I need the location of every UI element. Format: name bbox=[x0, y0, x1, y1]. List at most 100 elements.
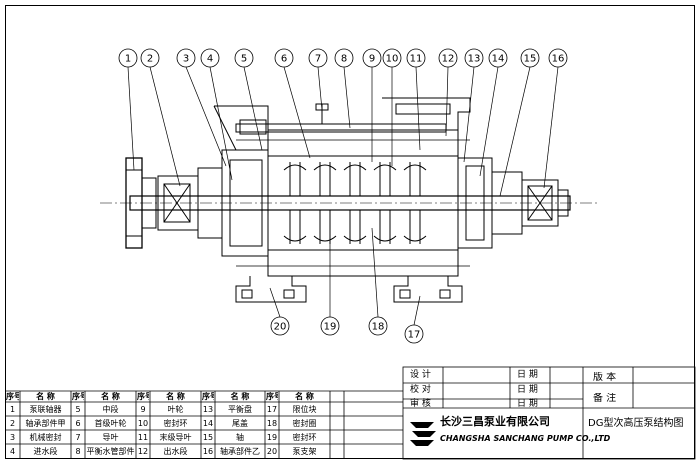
parts-table-cell: 19 bbox=[266, 433, 278, 442]
design-date-label: 日 期 bbox=[517, 370, 538, 380]
svg-text:1: 1 bbox=[125, 54, 131, 65]
parts-table-cell: 16 bbox=[202, 447, 214, 456]
company-name-en: CHANGSHA SANCHANG PUMP CO.,LTD bbox=[440, 434, 611, 443]
parts-table-header: 序号 bbox=[6, 392, 19, 401]
parts-table-header: 序号 bbox=[202, 392, 214, 401]
part-callout-3: 3 bbox=[176, 48, 196, 68]
part-callout-19: 19 bbox=[320, 316, 340, 336]
designer-label: 设 计 bbox=[410, 370, 431, 380]
parts-table-cell: 轴承部件甲 bbox=[25, 419, 66, 428]
parts-table-cell: 平衡水管部件 bbox=[86, 447, 135, 456]
parts-table-cell: 14 bbox=[202, 419, 214, 428]
svg-text:17: 17 bbox=[408, 330, 421, 341]
parts-table-cell: 10 bbox=[137, 419, 149, 428]
pump-support-right bbox=[393, 276, 463, 303]
parts-table-cell: 15 bbox=[202, 433, 214, 442]
impellers bbox=[283, 162, 427, 244]
parts-table-cell: 20 bbox=[266, 447, 278, 456]
svg-text:16: 16 bbox=[552, 54, 565, 65]
parts-table-cell: 密封圈 bbox=[292, 419, 317, 428]
checker-label: 校 对 bbox=[410, 385, 431, 395]
svg-text:15: 15 bbox=[524, 54, 537, 65]
part-callout-12: 12 bbox=[438, 48, 458, 68]
parts-table-cell: 1 bbox=[9, 405, 16, 414]
svg-text:5: 5 bbox=[241, 54, 247, 65]
part-callout-13: 13 bbox=[464, 48, 484, 68]
approver-label: 审 核 bbox=[410, 399, 431, 409]
parts-table-cell: 7 bbox=[75, 433, 81, 442]
svg-text:6: 6 bbox=[281, 54, 287, 65]
parts-table-cell: 轴 bbox=[236, 433, 244, 442]
parts-table-header: 名 称 bbox=[101, 392, 120, 401]
outlet-section bbox=[382, 97, 471, 277]
parts-table-cell: 4 bbox=[9, 447, 16, 456]
svg-text:9: 9 bbox=[369, 54, 375, 65]
parts-table-cell: 出水段 bbox=[163, 447, 188, 456]
parts-table-cell: 3 bbox=[9, 433, 16, 442]
parts-table-header: 序号 bbox=[72, 392, 84, 401]
parts-table-cell: 8 bbox=[75, 447, 81, 456]
parts-table-cell: 轴承部件乙 bbox=[220, 447, 260, 456]
parts-table-cell: 机械密封 bbox=[29, 433, 62, 442]
svg-text:19: 19 bbox=[324, 322, 337, 333]
part-callout-17: 17 bbox=[404, 324, 424, 344]
parts-table-cell: 泵联轴器 bbox=[29, 405, 62, 414]
svg-text:4: 4 bbox=[207, 54, 213, 65]
parts-table-cell: 首级叶轮 bbox=[94, 419, 127, 428]
bearing-housing-rear bbox=[521, 179, 569, 227]
tie-bolts bbox=[236, 139, 470, 267]
parts-table-cell: 17 bbox=[266, 405, 278, 414]
svg-text:10: 10 bbox=[386, 54, 399, 65]
part-callout-20: 20 bbox=[270, 316, 290, 336]
parts-table-header: 序号 bbox=[266, 392, 278, 401]
parts-table-cell: 导叶 bbox=[102, 433, 119, 442]
remark-label: 备 注 bbox=[593, 393, 617, 404]
svg-text:11: 11 bbox=[410, 54, 423, 65]
parts-table-cell: 叶轮 bbox=[167, 405, 184, 414]
part-callout-1: 1 bbox=[118, 48, 138, 68]
svg-text:13: 13 bbox=[468, 54, 481, 65]
parts-table-cell: 2 bbox=[9, 419, 16, 428]
svg-text:18: 18 bbox=[372, 322, 385, 333]
part-callout-9: 9 bbox=[362, 48, 382, 68]
parts-table-cell: 5 bbox=[75, 405, 81, 414]
part-callout-15: 15 bbox=[520, 48, 540, 68]
part-callout-8: 8 bbox=[334, 48, 354, 68]
parts-table-cell: 9 bbox=[140, 405, 146, 414]
parts-table-header: 序号 bbox=[137, 392, 149, 401]
parts-table-cell: 11 bbox=[137, 433, 149, 442]
parts-table-cell: 6 bbox=[75, 419, 81, 428]
svg-text:3: 3 bbox=[183, 54, 189, 65]
parts-table-cell: 尾盖 bbox=[232, 419, 248, 428]
parts-table-cell: 泵支架 bbox=[292, 447, 317, 456]
parts-table-cell: 进水段 bbox=[33, 447, 58, 456]
part-callout-14: 14 bbox=[488, 48, 508, 68]
svg-text:7: 7 bbox=[315, 54, 321, 65]
parts-table-header: 名 称 bbox=[166, 392, 185, 401]
parts-table-header: 名 称 bbox=[36, 392, 55, 401]
pump-support-left bbox=[235, 276, 307, 303]
version-label: 版 本 bbox=[593, 372, 617, 383]
check-date-label: 日 期 bbox=[517, 385, 538, 395]
approve-date-label: 日 期 bbox=[517, 399, 538, 409]
parts-table-header: 名 称 bbox=[295, 392, 314, 401]
svg-text:8: 8 bbox=[341, 54, 347, 65]
parts-table-cell: 平衡盘 bbox=[228, 405, 252, 414]
part-callout-5: 5 bbox=[234, 48, 254, 68]
parts-table-cell: 密封环 bbox=[163, 419, 188, 428]
company-logo bbox=[410, 422, 436, 446]
part-callout-2: 2 bbox=[140, 48, 160, 68]
drawing-border bbox=[5, 5, 695, 459]
parts-table-cell: 18 bbox=[266, 419, 278, 428]
parts-table-header: 名 称 bbox=[230, 392, 250, 401]
svg-text:12: 12 bbox=[442, 54, 455, 65]
part-callout-18: 18 bbox=[368, 316, 388, 336]
part-callout-6: 6 bbox=[274, 48, 294, 68]
part-callout-16: 16 bbox=[548, 48, 568, 68]
svg-text:20: 20 bbox=[274, 322, 287, 333]
svg-text:2: 2 bbox=[147, 54, 153, 65]
pump-coupling bbox=[125, 157, 157, 249]
part-callout-10: 10 bbox=[382, 48, 402, 68]
